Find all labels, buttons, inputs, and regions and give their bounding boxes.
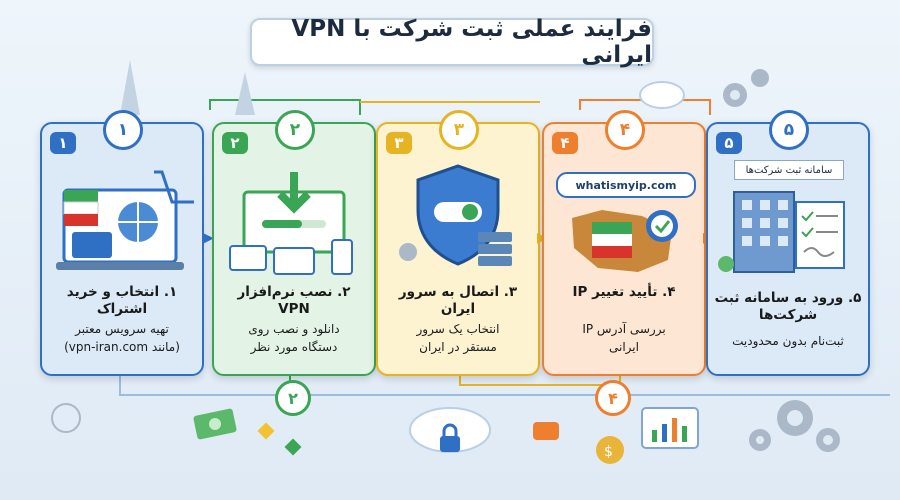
bottom-badge-4: ۴ — [595, 380, 631, 416]
cloud-icon — [639, 81, 685, 109]
step-desc-line-2: دستگاه مورد نظر — [250, 340, 338, 354]
page-title: فرایند عملی ثبت شرکت با VPN ایرانی — [250, 16, 654, 68]
step-title: ۲. نصب نرم‌افزار VPN — [237, 284, 351, 317]
step-number-badge-5: ۵ — [769, 110, 809, 150]
iran-map-checkmark-icon — [572, 210, 678, 272]
step-desc-line-2: (مانند vpn-iran.com) — [64, 340, 180, 354]
money-bag-icon: $ — [596, 436, 624, 464]
step-number-corner: ۲ — [222, 132, 248, 154]
building-document-icon — [718, 191, 845, 273]
search-box: whatismyip.com — [556, 172, 696, 198]
gears-icon — [51, 69, 840, 452]
laptop-shopping-icon — [56, 170, 194, 270]
bottom-badge-2: ۲ — [275, 380, 311, 416]
step-number-badge-3: ۳ — [439, 110, 479, 150]
step-title: ۴. تأیید تغییر IP — [572, 284, 676, 300]
money-icon — [193, 408, 237, 440]
step-desc-line-2: مستقر در ایران — [419, 340, 497, 354]
cloud-lock-icon — [409, 407, 491, 453]
step-card-1: ۱ ۱. انتخاب و خرید اشتراک تهیه سرویس معت… — [40, 122, 204, 376]
step-card-2: ۲ ۲. نصب نرم‌افزار VPN دانلود و نصب روی … — [212, 122, 376, 376]
step-number-badge-2: ۲ — [275, 110, 315, 150]
step-desc-line-2: ایرانی — [609, 340, 639, 354]
step-number-corner: ۵ — [716, 132, 742, 154]
download-install-icon — [229, 172, 353, 275]
step-card-4: ۴ whatismyip.com ۴. تأیید تغییر IP بررسی… — [542, 122, 706, 376]
tower-icon — [120, 60, 255, 115]
step-title: ۱. انتخاب و خرید اشتراک — [66, 284, 178, 317]
step-card-5: ۵ سامانه ثبت شرکت‌ها ۵. ورود به سامانه ث… — [706, 122, 870, 376]
step-desc-line-1: بررسی آدرس IP — [582, 322, 666, 336]
step-number-badge-4: ۴ — [605, 110, 645, 150]
step-card-3: ۳ ۳. اتصال به سرور ایران انتخاب یک سرور … — [376, 122, 540, 376]
search-box-text: whatismyip.com — [575, 178, 677, 192]
step-number-badge-1: ۱ — [103, 110, 143, 150]
shield-server-icon — [399, 164, 512, 266]
registry-sign: سامانه ثبت شرکت‌ها — [734, 160, 844, 180]
svg-text:$: $ — [604, 444, 613, 460]
step-number-corner: ۱ — [50, 132, 76, 154]
chat-icon — [533, 422, 559, 440]
step-title: ۵. ورود به سامانه ثبت شرکت‌ها — [714, 290, 862, 323]
step-number-corner: ۳ — [386, 132, 412, 154]
step-desc-line-1: دانلود و نصب روی — [248, 322, 340, 336]
registry-sign-text: سامانه ثبت شرکت‌ها — [745, 164, 833, 176]
step-desc-line-1: ثبت‌نام بدون محدودیت — [732, 334, 844, 348]
step-number-corner: ۴ — [552, 132, 578, 154]
step-desc-line-1: تهیه سرویس معتبر — [75, 322, 169, 336]
arrow-right-icon: ▶ — [203, 230, 214, 246]
analytics-icon — [641, 407, 699, 449]
step-title: ۳. اتصال به سرور ایران — [398, 284, 518, 317]
step-desc-line-1: انتخاب یک سرور — [416, 322, 500, 336]
